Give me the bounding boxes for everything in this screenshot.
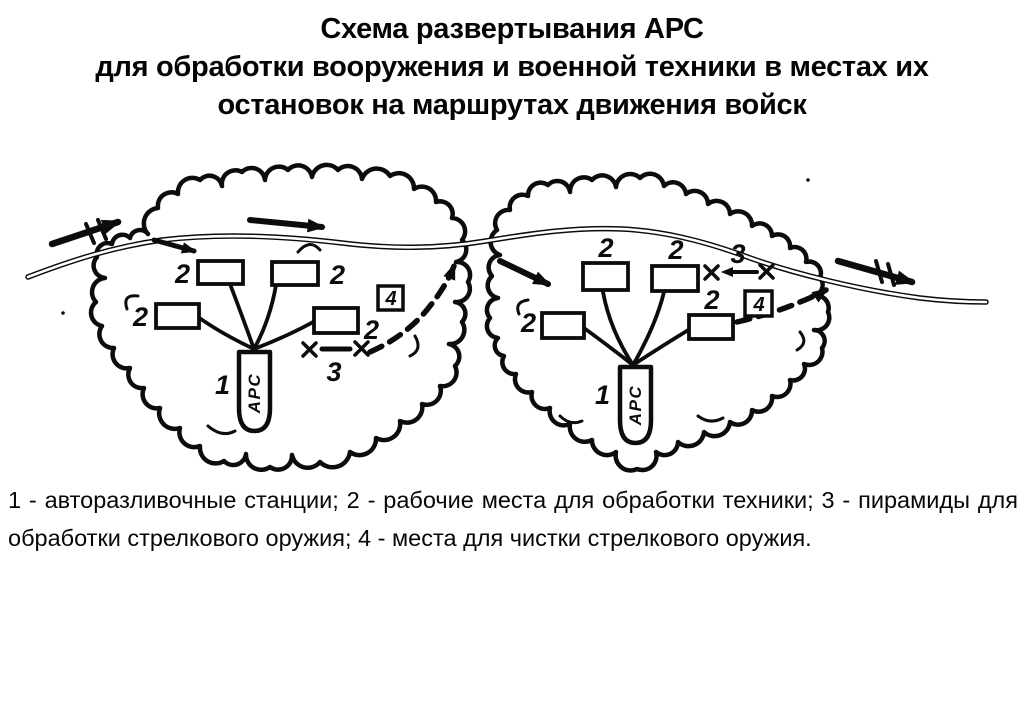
- march-route-road: [25, 225, 989, 305]
- route-hatch-icon: [886, 262, 896, 287]
- workplace-number: 2: [520, 308, 536, 338]
- workplace-rect: [581, 261, 630, 292]
- workplace-rect: [312, 306, 360, 335]
- dashed-exit-arrow-left-icon: [367, 262, 457, 355]
- route-arrow-mid-icon: [247, 217, 326, 233]
- workplace-rect: [540, 311, 586, 340]
- x-mark-icon: [301, 341, 318, 358]
- pyramid-symbol-left: 3: [301, 340, 370, 387]
- workplace-rect: [687, 313, 735, 341]
- x-mark-icon: [758, 263, 775, 280]
- pyramid-line-arrowhead-icon: [721, 267, 733, 277]
- cleaning-place-left: 4: [376, 284, 405, 312]
- hoses-right: [582, 290, 692, 367]
- station-number: 1: [595, 380, 610, 410]
- cleaning-number: 4: [384, 288, 396, 310]
- workplace-rect: [650, 264, 700, 293]
- ars-station-right: АРС 1: [595, 364, 654, 446]
- workplace-rect: [270, 260, 320, 287]
- area-entry-arrow-left-icon: [151, 237, 197, 254]
- workplace-number: 2: [667, 235, 683, 265]
- pyramid-number: 3: [730, 239, 745, 269]
- route-hatch-icon: [96, 218, 108, 241]
- ink-speck: [806, 178, 810, 182]
- hoses-left: [196, 282, 317, 351]
- page-title: Схема развертывания АРС для обработки во…: [0, 10, 1024, 124]
- ars-label: АРС: [245, 373, 264, 414]
- x-mark-icon: [703, 264, 720, 281]
- workplace-number: 2: [703, 285, 719, 315]
- pyramid-number: 3: [326, 357, 341, 387]
- station-number: 1: [215, 370, 230, 400]
- workplace-number: 2: [329, 260, 345, 290]
- ars-vehicle-icon: [236, 349, 273, 434]
- workplace-number: 2: [597, 233, 613, 263]
- movement-arrows: [48, 217, 916, 355]
- route-arrow-entry-icon: [48, 218, 122, 248]
- pyramid-symbol-right: 3: [703, 239, 775, 281]
- title-line-1: Схема развертывания АРС: [320, 13, 704, 45]
- cleaning-box: [743, 289, 774, 318]
- workplace-rect: [154, 302, 201, 330]
- ink-speck: [61, 311, 65, 315]
- route-hatch-icon: [84, 222, 96, 245]
- area-entry-arrow-right-icon: [497, 258, 552, 287]
- ars-vehicle-icon: [617, 364, 654, 446]
- workplace-number: 2: [132, 302, 148, 332]
- forest-tufts: [61, 178, 810, 436]
- workplace-rect: [196, 259, 245, 286]
- road-surface: [26, 227, 988, 304]
- cleaning-place-right: 4: [743, 289, 774, 318]
- cleaning-number: 4: [752, 294, 764, 316]
- route-hatch-icon: [874, 259, 884, 284]
- ars-station-left: АРС 1: [215, 349, 273, 434]
- workplaces-left: 2 2 2 2: [132, 259, 379, 345]
- title-line-3: остановок на маршрутах движения войск: [217, 89, 807, 121]
- workplaces-right: 2 2 2 2: [520, 233, 735, 341]
- route-arrow-exit-icon: [834, 257, 916, 286]
- ars-label: АРС: [626, 385, 645, 426]
- forest-area-left: [88, 162, 473, 473]
- title-line-2: для обработки вооружения и военной техни…: [95, 51, 929, 83]
- workplace-number: 2: [363, 315, 379, 345]
- legend-caption: 1 - авторазливочные станции; 2 - рабочие…: [8, 487, 1018, 551]
- cleaning-box: [376, 284, 405, 312]
- workplace-number: 2: [174, 259, 190, 289]
- x-mark-icon: [353, 340, 370, 357]
- forest-area-right: [484, 171, 832, 473]
